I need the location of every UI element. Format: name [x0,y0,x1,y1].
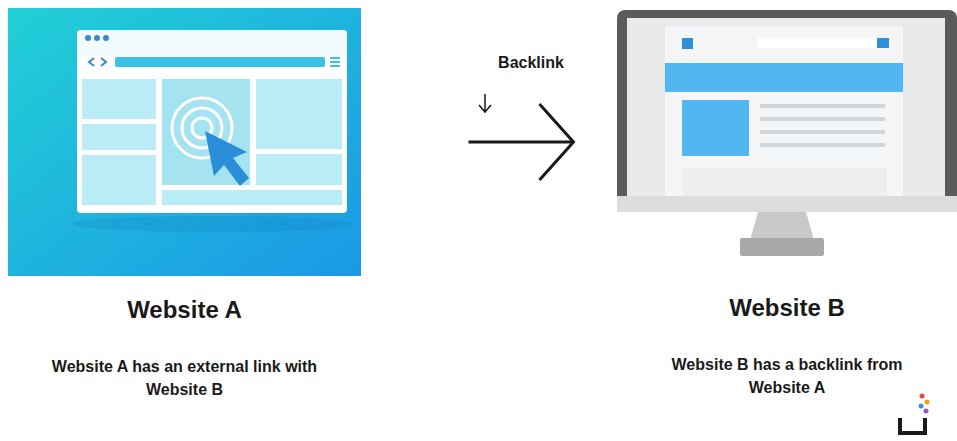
caption-group: Website A Website A has an external link … [0,295,385,401]
backlink-arrow [469,104,574,180]
site-description: Website B has a backlink from Website A [664,353,910,399]
edge-label: Backlink [498,54,564,72]
pointer-arrow [479,94,491,112]
website-a-art [8,8,361,276]
arrow-shaft [469,141,574,144]
site-description: Website A has an external link with Webs… [39,355,331,401]
logo-mark [900,394,930,434]
caption-group: Website B Website B has a backlink from W… [624,293,950,399]
site-title: Website B [624,293,950,323]
website-b-art [617,10,957,256]
arrow-head [539,104,573,180]
site-title: Website A [0,295,385,325]
website-node: Website AWebsite A has an external link … [8,8,361,276]
website-node: Website BWebsite B has a backlink from W… [617,10,957,258]
